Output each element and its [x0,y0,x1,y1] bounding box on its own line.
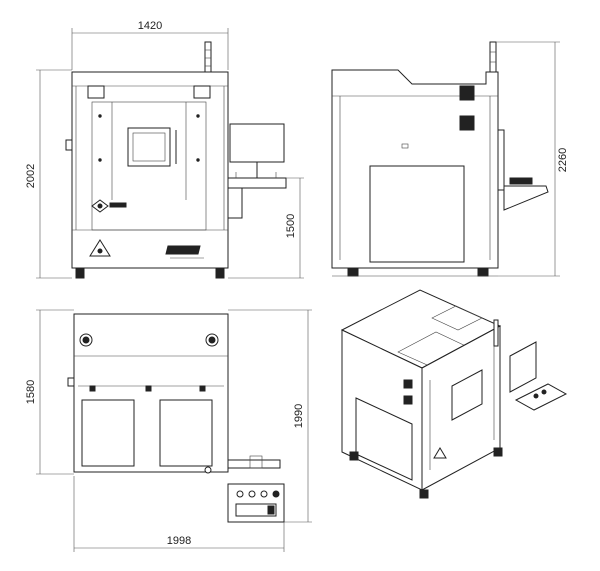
x-ray-brand-logo [165,245,204,259]
company-logo-icon [91,199,127,213]
top-panel-right [159,399,213,467]
side-vent-upper [459,85,475,101]
iso-control-panel [514,383,568,411]
top-view: 1580 1990 [25,309,312,552]
radiation-warning-icon [89,239,111,257]
iso-viewing-window [451,369,483,421]
front-view: 1420 2002 [25,20,304,279]
top-table [227,459,281,469]
fan-icon [205,333,219,347]
dim-top-total-width: 1998 [167,535,191,547]
monitor-front [229,123,285,163]
dim-front-height: 2002 [25,164,37,188]
fan-icon [79,333,93,347]
operation-table [227,177,287,189]
foot-left [75,267,85,279]
signal-tower [204,41,212,73]
top-panel-left [81,399,135,467]
iso-access-panel [355,397,413,481]
iso-monitor [509,341,537,393]
isometric-view [340,289,568,499]
dim-top-depth: 1580 [25,380,37,404]
dim-top-total-depth: 1990 [293,404,305,428]
vent-left [87,85,105,99]
dim-side-height: 2260 [557,148,569,172]
vent-right [193,85,211,99]
side-vent-lower [459,115,475,131]
foot-right [215,267,225,279]
dim-table-height: 1500 [285,214,297,238]
side-access-panel [369,165,465,263]
viewing-window-front [127,127,171,167]
iso-radiation-warning-icon [433,447,447,459]
side-table [503,185,549,211]
side-view: 2260 [331,41,569,277]
front-cabinet [71,71,229,269]
dim-front-width: 1420 [138,20,162,32]
